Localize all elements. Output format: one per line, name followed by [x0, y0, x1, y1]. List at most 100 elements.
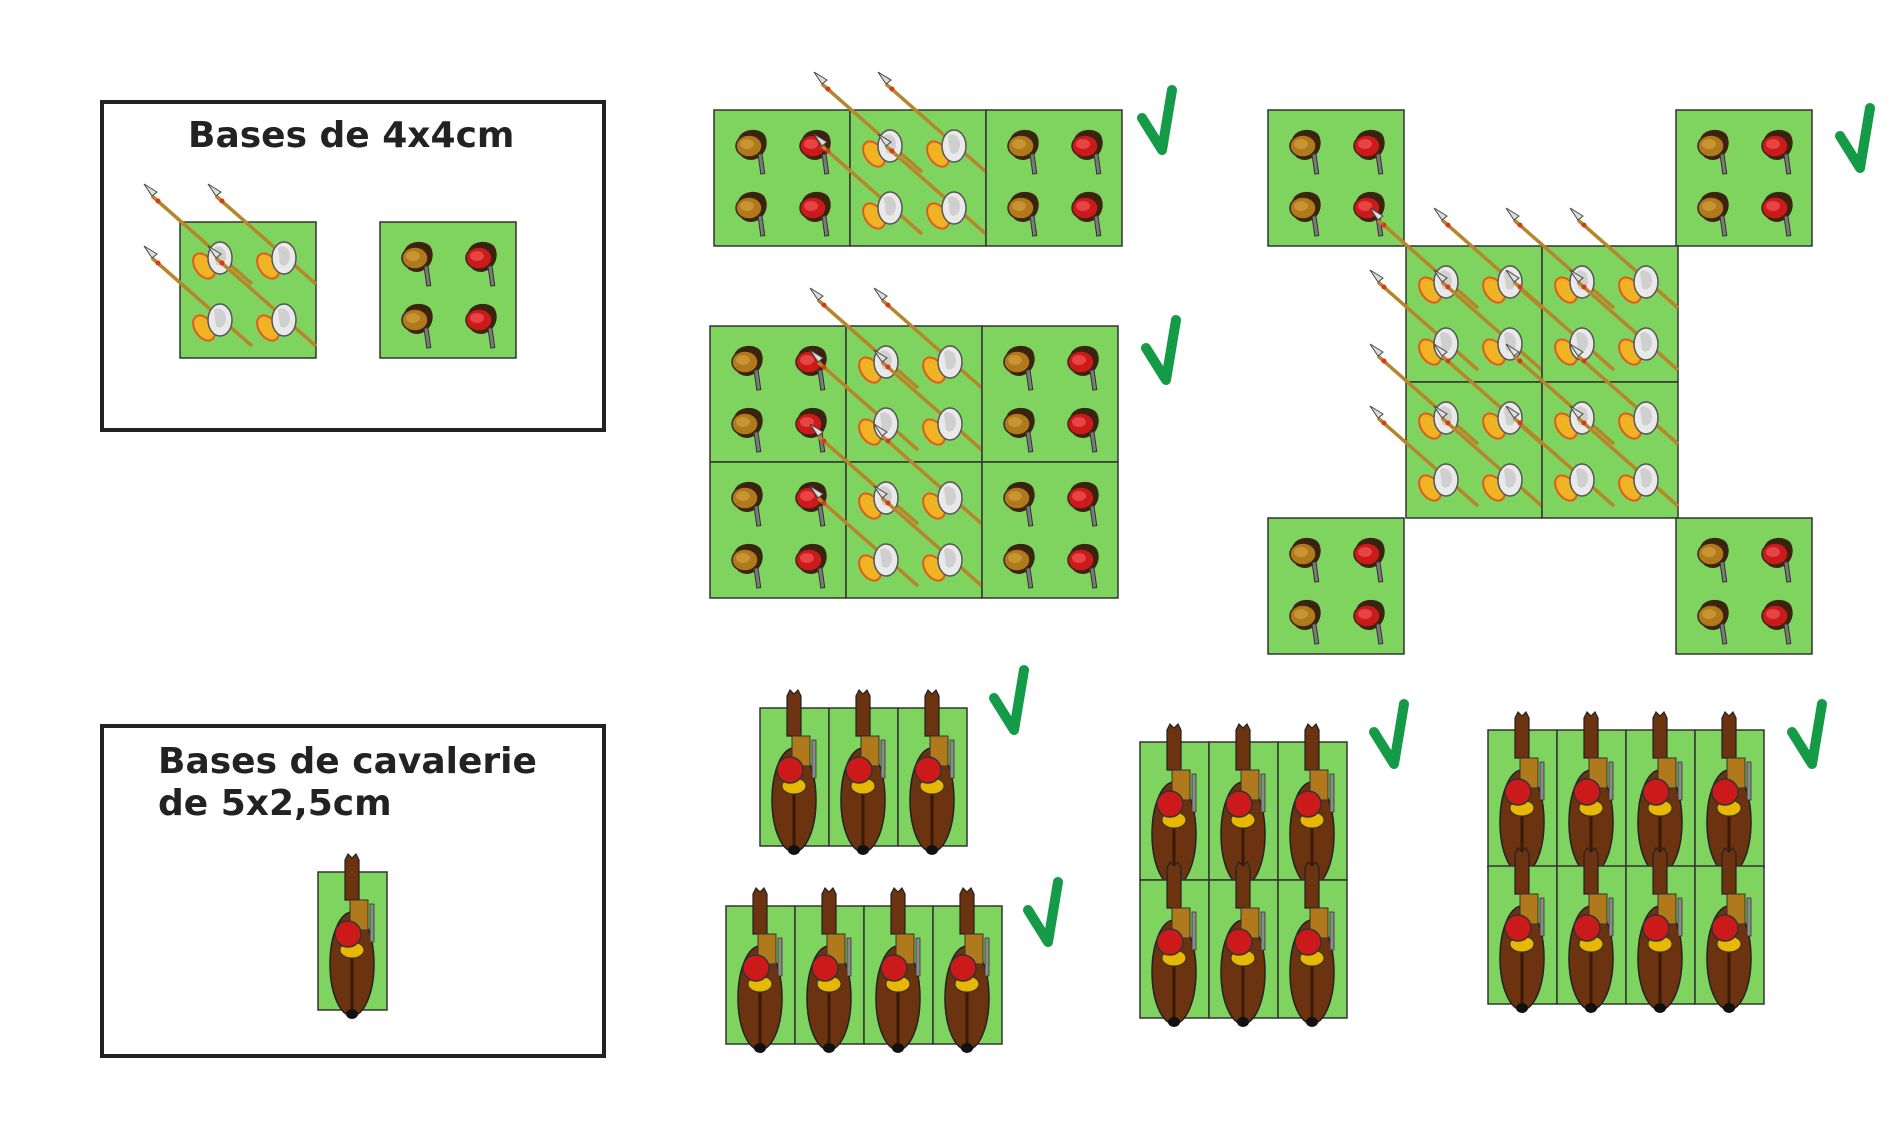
- pike-base: [809, 423, 984, 599]
- checkmark-icon-formation-6: [1369, 699, 1409, 769]
- shot-base: [1267, 517, 1405, 655]
- pike-base: [1505, 343, 1680, 519]
- musketeer-figure: [1071, 191, 1103, 237]
- pike-base: [813, 71, 988, 247]
- shot-base: [1675, 109, 1813, 247]
- musketeer-figure: [795, 543, 827, 589]
- musketeer-figure: [1071, 129, 1103, 175]
- cavalry-figure: [1151, 860, 1197, 1027]
- shot-base: [985, 109, 1123, 247]
- cavalry-figure: [1220, 860, 1266, 1027]
- musketeer-figure: [1697, 537, 1729, 583]
- cavalry-figure: [1706, 710, 1752, 877]
- cavalry-base: [932, 886, 1003, 1053]
- cavalry-base: [1277, 722, 1348, 889]
- cavalry-figure: [1220, 722, 1266, 889]
- pikeman-figure: [207, 183, 318, 286]
- cavalry-base: [1625, 710, 1696, 877]
- cavalry-figure: [806, 886, 852, 1053]
- musketeer-figure: [1761, 129, 1793, 175]
- musketeer-figure: [1761, 537, 1793, 583]
- musketeer-figure: [1007, 129, 1039, 175]
- pikeman-figure: [1569, 405, 1680, 508]
- cavalry-base: [1487, 710, 1558, 877]
- infantry-panel-title: Bases de 4x4cm: [188, 115, 515, 156]
- pikeman-figure: [207, 245, 318, 348]
- shot-base: [1675, 517, 1813, 655]
- cavalry-base: [1139, 722, 1210, 889]
- musketeer-figure: [1003, 481, 1035, 527]
- cavalry-base: [1556, 846, 1627, 1013]
- musketeer-figure: [731, 543, 763, 589]
- pikeman-figure: [873, 485, 984, 588]
- legend-pike-base: [143, 183, 318, 359]
- cavalry-base: [863, 886, 934, 1053]
- musketeer-figure: [1353, 537, 1385, 583]
- cavalry-base: [1487, 846, 1558, 1013]
- musketeer-figure: [1353, 129, 1385, 175]
- checkmark-icon-formation-5: [1023, 877, 1063, 947]
- musketeer-figure: [731, 407, 763, 453]
- musketeer-figure: [1067, 345, 1099, 391]
- pikeman-figure: [873, 349, 984, 452]
- pikeman-figure: [1369, 405, 1480, 508]
- musketeer-figure: [1761, 599, 1793, 645]
- musketeer-figure: [1761, 191, 1793, 237]
- pikeman-figure: [1569, 343, 1680, 446]
- checkmark-icon-formation-7: [1787, 699, 1827, 769]
- musketeer-figure: [465, 303, 497, 349]
- cavalry-base: [1277, 860, 1348, 1027]
- musketeer-figure: [1697, 599, 1729, 645]
- cavalry-base: [1625, 846, 1696, 1013]
- pikeman-figure: [809, 485, 920, 588]
- musketeer-figure: [1067, 407, 1099, 453]
- pikeman-figure: [813, 133, 924, 236]
- pikeman-figure: [873, 287, 984, 390]
- musketeer-figure: [1067, 481, 1099, 527]
- musketeer-figure: [1003, 407, 1035, 453]
- cavalry-base: [1694, 710, 1765, 877]
- musketeer-figure: [1289, 191, 1321, 237]
- cavalry-figure: [875, 886, 921, 1053]
- cavalry-base: [759, 688, 830, 855]
- musketeer-figure: [1003, 345, 1035, 391]
- musketeer-figure: [1697, 129, 1729, 175]
- pikeman-figure: [877, 133, 988, 236]
- pikeman-figure: [143, 245, 254, 348]
- musketeer-figure: [465, 241, 497, 287]
- musketeer-figure: [1289, 537, 1321, 583]
- checkmark-icon-formation-3: [1835, 103, 1875, 173]
- cavalry-figure: [1289, 722, 1335, 889]
- musketeer-figure: [1007, 191, 1039, 237]
- cavalry-figure: [737, 886, 783, 1053]
- cavalry-figure: [1637, 846, 1683, 1013]
- cavalry-figure: [329, 852, 375, 1019]
- cavalry-panel-title-line1: Bases de cavalerie: [158, 741, 537, 782]
- cavalry-base: [1208, 860, 1279, 1027]
- cavalry-base: [1694, 846, 1765, 1013]
- musketeer-figure: [401, 241, 433, 287]
- cavalry-panel-title-line2: de 5x2,5cm: [158, 783, 392, 824]
- pikeman-figure: [877, 71, 988, 174]
- pikeman-figure: [1505, 269, 1616, 372]
- pikeman-figure: [1505, 405, 1616, 508]
- checkmark-icon-formation-4: [989, 665, 1029, 735]
- musketeer-figure: [1353, 599, 1385, 645]
- shot-base: [981, 461, 1119, 599]
- cavalry-figure: [1499, 846, 1545, 1013]
- cavalry-panel: [100, 724, 606, 1058]
- musketeer-figure: [1067, 543, 1099, 589]
- musketeer-figure: [735, 129, 767, 175]
- pikeman-figure: [1569, 269, 1680, 372]
- checkmark-icon-formation-1: [1137, 85, 1177, 155]
- musketeer-figure: [401, 303, 433, 349]
- cavalry-figure: [1706, 846, 1752, 1013]
- shot-base: [713, 109, 851, 247]
- legend-cavalry-base: [317, 852, 388, 1019]
- pikeman-figure: [873, 423, 984, 526]
- musketeer-figure: [731, 345, 763, 391]
- pikeman-figure: [1433, 405, 1544, 508]
- cavalry-figure: [840, 688, 886, 855]
- cavalry-figure: [1289, 860, 1335, 1027]
- cavalry-base: [725, 886, 796, 1053]
